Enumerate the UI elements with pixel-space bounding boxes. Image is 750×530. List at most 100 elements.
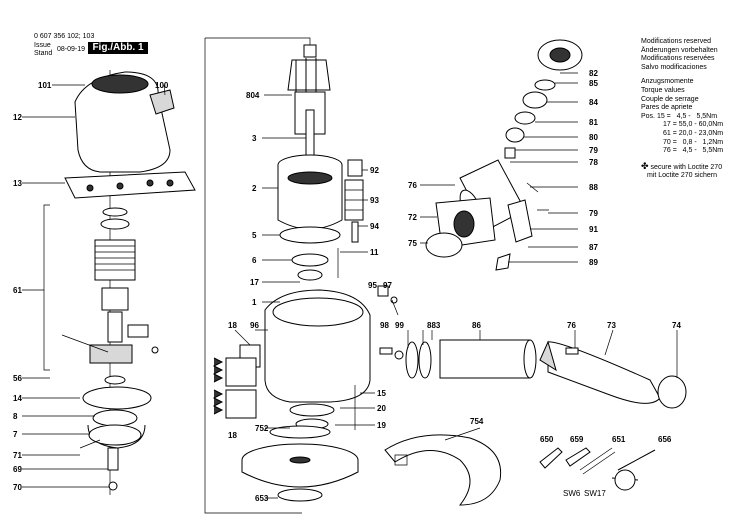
callout-651: 651 (612, 435, 626, 444)
loctite-note-en: secure with Loctite 270 (650, 163, 723, 171)
callout-92: 92 (370, 166, 379, 175)
grinding-wheel (241, 443, 359, 502)
torque-heading-de: Anzugsmomente (641, 78, 694, 86)
callout-752: 752 (255, 424, 269, 433)
modifications-note-es: Salvo modificaciones (641, 63, 707, 71)
callout-13: 13 (13, 179, 22, 188)
callout-94: 94 (370, 222, 379, 231)
callout-804: 804 (246, 91, 260, 100)
issue-date: 08-09-19 (57, 46, 86, 53)
issue-label: Issue (34, 42, 51, 49)
torque-value: Pos. 15 = 4,5 - 5,5Nm (641, 112, 718, 120)
callout-85: 85 (589, 79, 598, 88)
callout-18: 18 (228, 431, 237, 440)
callout-61: 61 (13, 286, 22, 295)
callout-80: 80 (589, 133, 598, 142)
callout-650: 650 (540, 435, 554, 444)
lower-bearing-parts (269, 403, 335, 439)
callout-69: 69 (13, 465, 22, 474)
torque-heading-fr: Couple de serrage (641, 95, 699, 103)
callout-89: 89 (589, 258, 598, 267)
modifications-note-en: Modifications reserved (641, 38, 712, 45)
callout-883: 883 (427, 321, 441, 330)
spring-pin-parts (337, 159, 364, 278)
callout-20: 20 (377, 404, 386, 413)
callout-88: 88 (589, 183, 598, 192)
torque-value: 70 = 0,8 - 1,2Nm (663, 138, 724, 146)
callout-79: 79 (589, 146, 598, 155)
callout-11: 11 (370, 248, 379, 257)
base-assembly (79, 375, 152, 491)
gasket (64, 171, 196, 199)
callout-93: 93 (370, 196, 379, 205)
part-number: 0 607 356 102; 103 (34, 33, 95, 40)
loctite-symbol-icon: ✤ (641, 160, 649, 171)
rotor-shaft (305, 109, 315, 161)
wheel-guard (384, 434, 502, 506)
modifications-note-de: Änderungen vorbehalten (641, 46, 718, 54)
callout-76: 76 (408, 181, 417, 190)
callout-19: 19 (377, 421, 386, 430)
callout-87: 87 (589, 243, 598, 252)
callout-96: 96 (250, 321, 259, 330)
leader-lines (22, 72, 678, 499)
callout-99: 99 (395, 321, 404, 330)
motor-cap-group (74, 71, 175, 173)
callout-7: 7 (13, 430, 18, 439)
torque-value: 61 = 20,0 - 23,0Nm (663, 129, 724, 137)
torque-value: 76 = 4,5 - 5,5Nm (663, 147, 724, 155)
callout-656: 656 (658, 435, 672, 444)
callout-95: 95 (368, 281, 377, 290)
callout-6: 6 (252, 256, 257, 265)
callout-73: 73 (607, 321, 616, 330)
callout-12: 12 (13, 113, 22, 122)
callout-17: 17 (250, 278, 259, 287)
sleeve-and-handle (405, 339, 687, 409)
stand-label: Stand (34, 50, 53, 57)
callout-98: 98 (380, 321, 389, 330)
callout-91: 91 (589, 225, 598, 234)
callout-100: 100 (155, 81, 169, 90)
callout-2: 2 (252, 184, 257, 193)
callout-72: 72 (408, 213, 417, 222)
callout-18: 18 (228, 321, 237, 330)
notes-block: Modifications reserved Änderungen vorbeh… (641, 38, 723, 181)
callout-653: 653 (255, 494, 269, 503)
callout-75: 75 (408, 239, 417, 248)
housing (212, 285, 404, 430)
callout-82: 82 (589, 69, 598, 78)
callout-659: 659 (570, 435, 584, 444)
torque-value: 17 = 55,0 - 60,0Nm (663, 121, 724, 129)
callout-labels: 101 100 12 13 61 56 14 8 7 71 69 70 804 … (13, 69, 681, 503)
callout-101: 101 (38, 81, 52, 90)
callout-86: 86 (472, 321, 481, 330)
figure-label: Fig./Abb. 1 (88, 42, 148, 54)
callout-76: 76 (567, 321, 576, 330)
callout-78: 78 (589, 158, 598, 167)
callout-3: 3 (252, 134, 257, 143)
exhaust-assembly (425, 39, 583, 271)
loctite-note-de: mit Loctite 270 sichern (647, 172, 718, 180)
callout-84: 84 (589, 98, 598, 107)
callout-56: 56 (13, 374, 22, 383)
callout-71: 71 (13, 451, 22, 460)
callout-8: 8 (13, 412, 18, 421)
callout-79: 79 (589, 209, 598, 218)
service-tools (539, 447, 656, 491)
cylinder (277, 154, 343, 230)
callout-14: 14 (13, 394, 22, 403)
callout-15: 15 (377, 389, 386, 398)
bearing-stack (279, 226, 341, 281)
modifications-note-fr: Modifications reservées (641, 55, 715, 63)
torque-heading-es: Pares de apriete (641, 104, 693, 112)
callout-70: 70 (13, 483, 22, 492)
callout-sw6: SW6 (563, 489, 581, 498)
callout-81: 81 (589, 118, 598, 127)
callout-5: 5 (252, 231, 257, 240)
valve-assembly (61, 207, 159, 364)
callout-97: 97 (383, 281, 392, 290)
callout-sw17: SW17 (584, 489, 606, 498)
torque-heading-en: Torque values (641, 86, 685, 94)
callout-754: 754 (470, 417, 484, 426)
